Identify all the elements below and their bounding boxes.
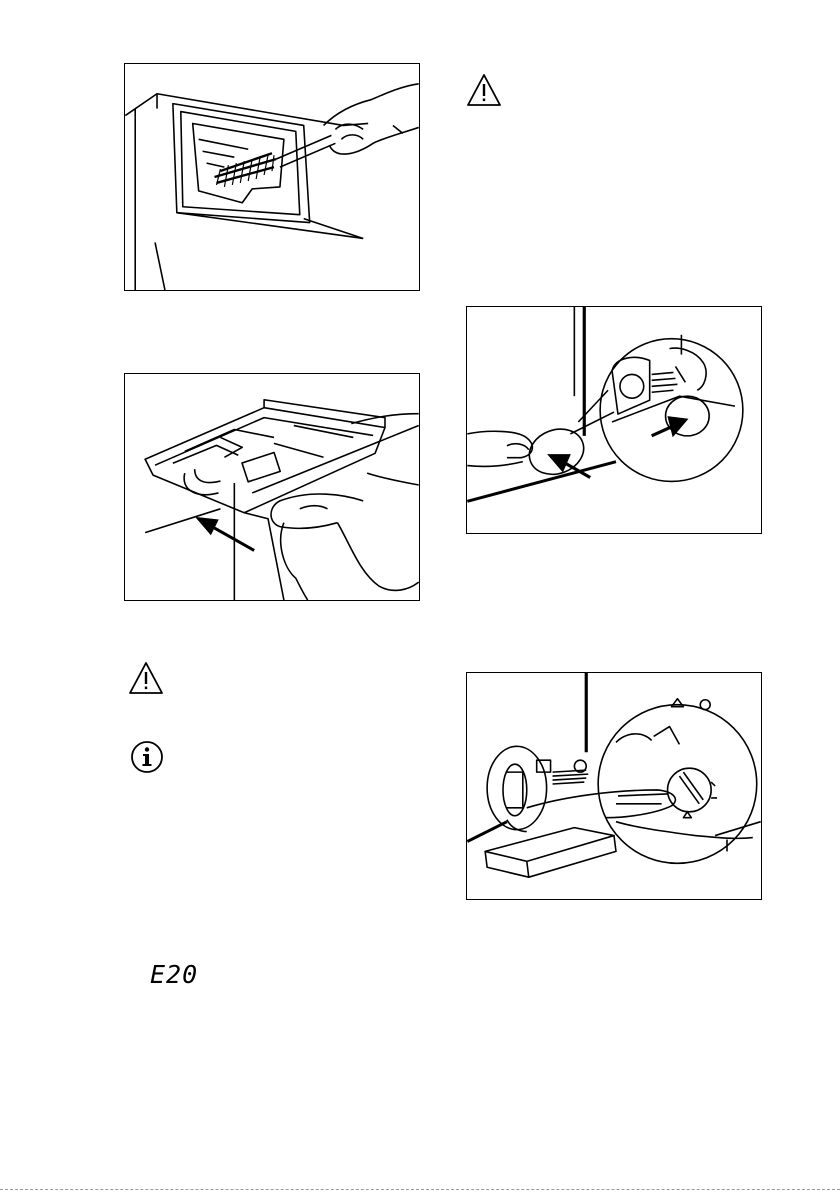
figure-drain-filter-turn [466, 672, 762, 900]
error-code-display: E20 [150, 962, 198, 987]
filter-cover-removal-illustration [467, 307, 761, 533]
dispenser-recess-brush-illustration [125, 64, 419, 290]
figure-filter-cover-removal [466, 306, 762, 534]
drain-filter-turn-illustration [467, 673, 761, 899]
warning-triangle-icon [128, 661, 164, 695]
detergent-drawer-insert-illustration [125, 374, 419, 600]
figure-detergent-drawer-insert [124, 373, 420, 601]
info-circle-icon [130, 740, 164, 774]
warning-triangle-icon [466, 73, 502, 107]
figure-dispenser-recess-brush [124, 63, 420, 291]
